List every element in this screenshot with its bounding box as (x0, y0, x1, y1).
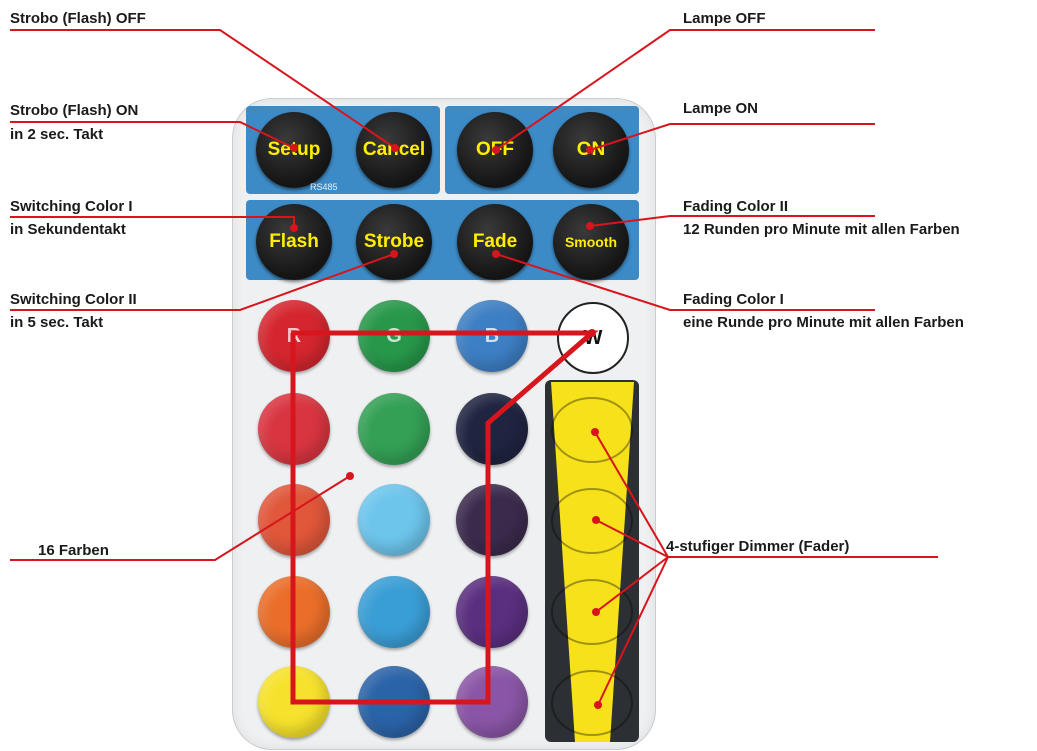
flash-button-label: Flash (269, 231, 319, 252)
label-switching-color-2-detail: in 5 sec. Takt (10, 314, 104, 331)
label-fading-color-1-detail: eine Runde pro Minute mit allen Farben (683, 314, 964, 331)
label-lampe-on: Lampe ON (683, 100, 759, 117)
dimmer-yellow-strip (551, 382, 634, 742)
label-strobo-off: Strobo (Flash) OFF (10, 10, 146, 27)
color-button[interactable] (456, 576, 528, 648)
color-button-green[interactable]: G (358, 300, 430, 372)
label-fading-color-2-detail: 12 Runden pro Minute mit allen Farben (683, 221, 960, 238)
label-16-farben: 16 Farben (38, 542, 109, 559)
fade-button-label: Fade (472, 231, 518, 252)
smooth-button[interactable]: Smooth (553, 204, 629, 280)
dimmer-step-3 (551, 579, 633, 645)
dimmer-step-1 (551, 397, 633, 463)
strobe-button-label: Strobe (363, 231, 425, 252)
color-button[interactable] (456, 484, 528, 556)
color-button-blue[interactable]: B (456, 300, 528, 372)
label-dimmer: 4-stufiger Dimmer (Fader) (666, 538, 850, 555)
label-switching-color-1: Switching Color I (10, 198, 133, 215)
color-button[interactable] (358, 576, 430, 648)
color-button[interactable] (358, 484, 430, 556)
label-strobo-on: Strobo (Flash) ON (10, 102, 139, 119)
label-fading-color-1: Fading Color I (683, 291, 784, 308)
dimmer-step-2 (551, 488, 633, 554)
label-lampe-off: Lampe OFF (683, 10, 766, 27)
dimmer-step-4 (551, 670, 633, 736)
rs485-label: RS485 (310, 182, 338, 192)
smooth-button-label: Smooth (564, 234, 618, 250)
fade-button[interactable]: Fade (457, 204, 533, 280)
label-switching-color-1-detail: in Sekundentakt (10, 221, 126, 238)
color-button[interactable] (358, 393, 430, 465)
color-button[interactable] (456, 393, 528, 465)
strobe-button[interactable]: Strobe (356, 204, 432, 280)
label-strobo-on-detail: in 2 sec. Takt (10, 126, 104, 143)
label-fading-color-2: Fading Color II (683, 198, 788, 215)
label-switching-color-2: Switching Color II (10, 291, 137, 308)
